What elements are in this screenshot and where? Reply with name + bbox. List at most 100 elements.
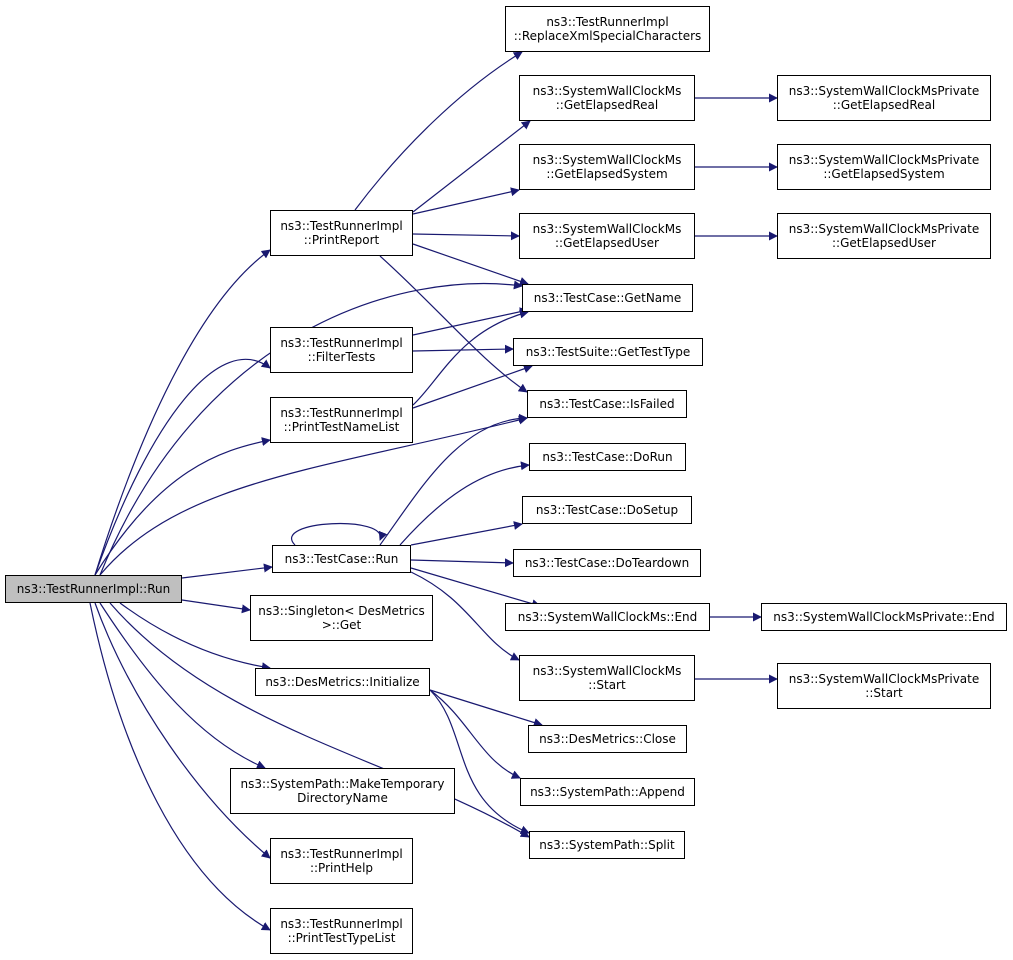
node-label-line: ns3::TestCase::GetName [533,291,682,305]
edge-run-to-filtertests [94,358,271,576]
node-elapsed-real[interactable]: ns3::SystemWallClockMs::GetElapsedReal [519,75,695,121]
node-priv-start[interactable]: ns3::SystemWallClockMsPrivate::Start [777,663,991,709]
node-label-line: ns3::DesMetrics::Initialize [265,675,420,689]
node-priv-real[interactable]: ns3::SystemWallClockMsPrivate::GetElapse… [777,75,991,121]
node-elapsed-system[interactable]: ns3::SystemWallClockMs::GetElapsedSystem [519,144,695,190]
node-label-line: ns3::TestRunnerImpl [546,15,669,29]
node-label-line: ::GetElapsedUser [832,236,936,250]
node-label-line: ::PrintHelp [309,861,374,875]
edge-run-to-printreport [94,249,271,576]
node-sp-append[interactable]: ns3::SystemPath::Append [520,778,695,806]
edge-run-to-printhelp [94,602,271,859]
node-label-line: ns3::TestRunnerImpl [280,219,403,233]
edge-filtertests-to-gettesttype [412,344,514,354]
call-edges [89,51,778,931]
node-print-test-type-list[interactable]: ns3::TestRunnerImpl::PrintTestTypeList [270,908,413,954]
node-elapsed-user[interactable]: ns3::SystemWallClockMs::GetElapsedUser [519,213,695,259]
node-label-line: ns3::SystemWallClockMs::End [517,610,698,624]
edge-printtestnamelist-to-gettesttype [412,364,533,409]
node-label-line: ::GetElapsedSystem [546,167,668,181]
edge-run-to-desmetrics-initialize [119,602,271,672]
node-run[interactable]: ns3::TestRunnerImpl::Run [5,575,182,603]
edge-filtertests-to-getname [412,307,529,336]
node-priv-end[interactable]: ns3::SystemWallClockMsPrivate::End [761,603,1007,631]
node-get-test-type[interactable]: ns3::TestSuite::GetTestType [513,338,703,366]
node-label-line: ns3::SystemPath::Append [530,785,685,799]
edge-printreport-to-getelapseduser [412,231,520,241]
node-priv-system[interactable]: ns3::SystemWallClockMsPrivate::GetElapse… [777,144,991,190]
edge-testcase-run-to-systemwallclockms-start [410,571,520,661]
node-filter-tests[interactable]: ns3::TestRunnerImpl::FilterTests [270,327,413,373]
node-do-setup[interactable]: ns3::TestCase::DoSetup [522,496,692,524]
node-get-name[interactable]: ns3::TestCase::GetName [522,284,693,312]
node-do-run[interactable]: ns3::TestCase::DoRun [529,443,686,471]
node-label-line: ns3::SystemWallClockMs [532,153,682,167]
node-label-line: ns3::SystemPath::MakeTemporary [240,777,445,791]
edge-run-to-testcase-run [181,563,273,579]
node-label-line: ns3::SystemWallClockMs [532,664,682,678]
edge-testcase-run-to-isfailed [379,413,528,546]
node-label-line: ::PrintTestNameList [283,420,400,434]
edge-initialize-to-desmetrics-close [429,689,543,727]
node-label-line: ns3::TestRunnerImpl [280,917,403,931]
node-label-line: ::ReplaceXmlSpecialCharacters [513,29,702,43]
node-tc-run[interactable]: ns3::TestCase::Run [272,545,411,573]
edge-printreport-to-replacexml [354,51,523,211]
edge-testcase-run-to-dosetup [410,521,523,546]
edge-printreport-to-isfailed [379,255,528,393]
edge-initialize-to-systempath-split [429,689,530,835]
node-do-teardown[interactable]: ns3::TestCase::DoTeardown [513,549,701,577]
node-sp-split[interactable]: ns3::SystemPath::Split [529,831,685,859]
edge-run-to-printtesttypelist [89,602,271,931]
node-label-line: ::FilterTests [307,350,376,364]
node-label-line: ::PrintReport [303,233,380,247]
node-label-line: ns3::Singleton< DesMetrics [258,604,425,618]
node-label-line: ns3::TestCase::DoSetup [535,503,679,517]
edge-testcase-run-to-systemwallclockms-end [410,567,541,609]
node-label-line: ns3::SystemWallClockMsPrivate [788,672,980,686]
node-label-line: ::Start [588,678,626,692]
edge-run-to-systempath-split [109,602,530,838]
node-label-line: ns3::TestSuite::GetTestType [525,345,691,359]
edge-testcase-run-to-dorun [399,461,530,546]
node-label-line: ns3::TestRunnerImpl [280,336,403,350]
node-is-failed[interactable]: ns3::TestCase::IsFailed [527,390,687,418]
node-label-line: ns3::SystemWallClockMsPrivate [788,222,980,236]
node-label-line: ::GetElapsedReal [555,98,659,112]
node-des-init[interactable]: ns3::DesMetrics::Initialize [255,668,430,696]
edge-printtestnamelist-to-getname [412,309,529,406]
node-priv-user[interactable]: ns3::SystemWallClockMsPrivate::GetElapse… [777,213,991,259]
node-label-line: ns3::TestCase::DoRun [542,450,673,464]
node-label-line: ns3::SystemWallClockMs [532,222,682,236]
node-label-line: ns3::TestCase::DoTeardown [524,556,690,570]
node-label-line: ns3::SystemWallClockMs [532,84,682,98]
edge-testcase-run-to-doteardown [410,558,514,568]
node-label-line: ns3::DesMetrics::Close [539,732,676,746]
node-sw-start[interactable]: ns3::SystemWallClockMs::Start [519,655,695,701]
node-label-line: ::Start [865,686,903,700]
node-label-line: ns3::TestCase::IsFailed [539,397,675,411]
edge-run-to-isfailed [99,415,528,576]
node-label-line: DirectoryName [297,791,388,805]
node-label-line: ns3::SystemWallClockMsPrivate::End [773,610,995,624]
node-label-line: ns3::SystemPath::Split [539,838,675,852]
node-label-line: ns3::TestRunnerImpl [280,406,403,420]
node-label-line: ns3::TestRunnerImpl [280,847,403,861]
node-print-report[interactable]: ns3::TestRunnerImpl::PrintReport [270,210,413,256]
node-singleton-get[interactable]: ns3::Singleton< DesMetrics>::Get [250,595,433,641]
node-label-line: >::Get [321,618,362,632]
node-print-test-name-list[interactable]: ns3::TestRunnerImpl::PrintTestNameList [270,397,413,443]
node-print-help[interactable]: ns3::TestRunnerImpl::PrintHelp [270,838,413,884]
node-label-line: ns3::TestRunnerImpl::Run [16,582,171,596]
edge-run-to-printtestnamelist [94,437,271,576]
node-replace-xml[interactable]: ns3::TestRunnerImpl::ReplaceXmlSpecialCh… [505,6,710,52]
edge-printreport-to-getname [412,243,529,286]
edge-printreport-to-getelapsedreal [412,120,531,213]
node-des-close[interactable]: ns3::DesMetrics::Close [528,725,687,753]
node-sw-end[interactable]: ns3::SystemWallClockMs::End [505,603,710,631]
node-label-line: ::PrintTestTypeList [287,931,396,945]
edge-testcase-run-self-loop [291,523,388,546]
node-label-line: ::GetElapsedUser [555,236,659,250]
